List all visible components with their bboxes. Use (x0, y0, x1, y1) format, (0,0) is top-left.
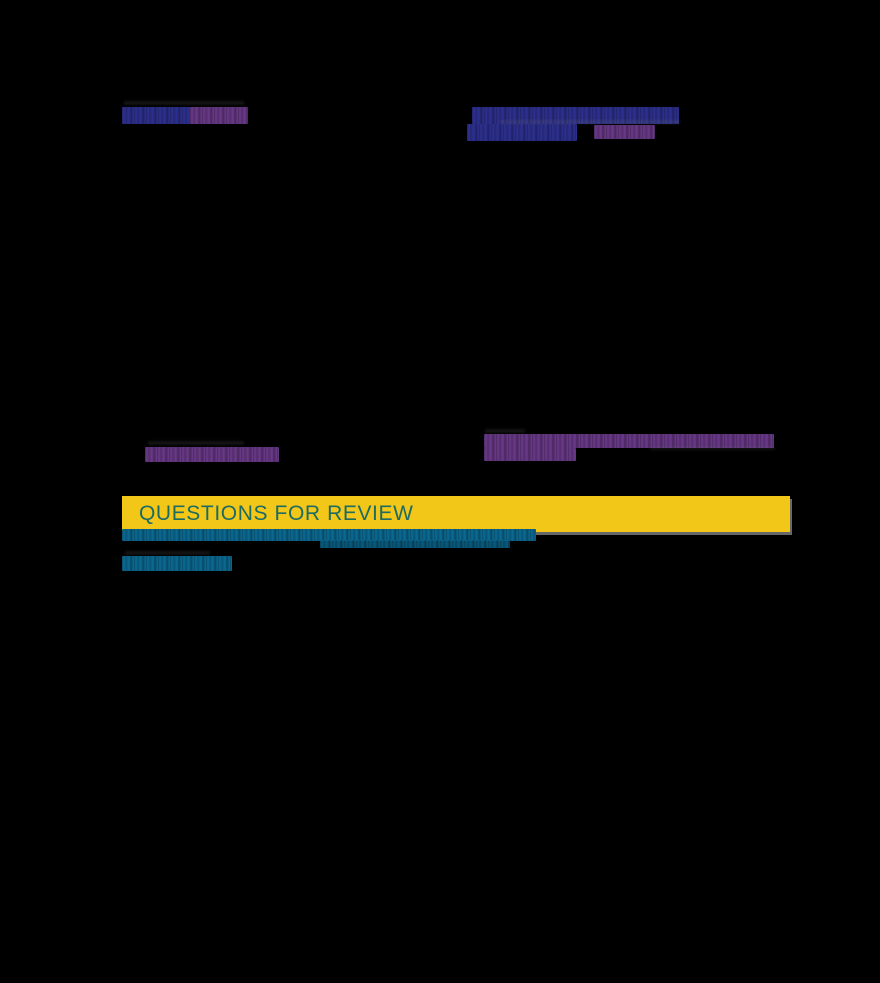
redacted-heading-right-2a: obscured heading text, blue marker (467, 124, 577, 141)
redacted-footer-right-2: obscured text, purple marker (484, 448, 576, 461)
questions-for-review-banner: QUESTIONS FOR REVIEW (122, 496, 790, 532)
redacted-footer-left: obscured text, purple marker (145, 447, 279, 462)
ink-smudge (124, 101, 244, 105)
questions-for-review-title: QUESTIONS FOR REVIEW (139, 502, 414, 525)
redacted-footer-right-1: obscured text, purple marker (484, 434, 774, 448)
redacted-questions-body-2: obscured body text, teal marker (320, 540, 510, 548)
ink-smudge (650, 447, 775, 450)
ink-smudge (148, 441, 244, 445)
redacted-heading-right-2b: obscured heading text, purple marker (594, 125, 655, 139)
redacted-questions-body-1: obscured body text, teal marker (122, 529, 536, 541)
redacted-questions-body-3: obscured body text, teal marker (122, 556, 232, 571)
redacted-heading-right-1: obscured heading text, blue marker (472, 107, 679, 124)
ink-smudge (125, 551, 210, 555)
redacted-heading-left-1a: obscured heading text, blue marker (122, 107, 192, 124)
redacted-heading-left-1b: obscured heading text, purple marker (190, 107, 248, 124)
ink-smudge (485, 429, 525, 433)
ink-smudge (500, 120, 680, 124)
